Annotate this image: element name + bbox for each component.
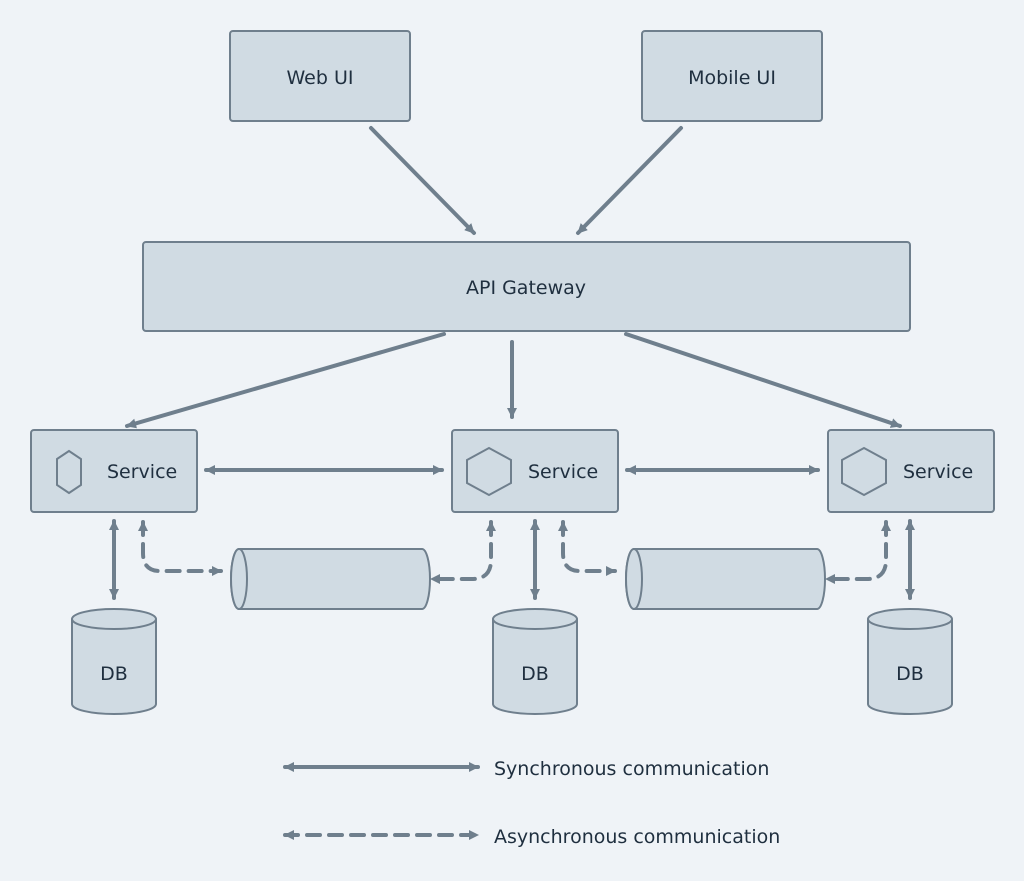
api-gateway-node: API Gateway — [142, 241, 911, 332]
db-label-right: DB — [896, 663, 924, 685]
web-to-gateway-arrow — [369, 126, 476, 235]
message-queue-right — [625, 548, 826, 610]
mobile-to-gateway-arrow — [576, 126, 683, 235]
web-ui-node: Web UI — [229, 30, 411, 122]
gateway-to-service-right-arrow — [624, 332, 902, 428]
mobile-ui-node: Mobile UI — [641, 30, 823, 122]
service-node-left: Service — [30, 429, 198, 513]
api-gateway-label: API Gateway — [466, 277, 586, 299]
message-queue-left — [230, 548, 431, 610]
db-label-center: DB — [521, 663, 549, 685]
service-left-to-queue-left-async-arrow — [138, 520, 223, 576]
async-legend-label: Asynchronous communication — [494, 826, 780, 848]
legend: Synchronous communication Asynchronous c… — [283, 758, 780, 848]
hexagon-icon — [56, 449, 82, 495]
service-label-left: Service — [107, 461, 177, 483]
service-label-center: Service — [528, 461, 598, 483]
mobile-ui-label: Mobile UI — [688, 67, 776, 89]
db-label-left: DB — [100, 663, 128, 685]
service-center-to-queue-left-async-arrow — [429, 520, 496, 584]
gateway-to-service-left-arrow — [125, 332, 446, 429]
database-right: DB — [867, 608, 953, 715]
database-left: DB — [71, 608, 157, 715]
sync-legend-label: Synchronous communication — [494, 758, 769, 780]
service-node-right: Service — [827, 429, 995, 513]
service-right-to-queue-right-async-arrow — [824, 520, 891, 584]
web-ui-label: Web UI — [287, 67, 354, 89]
hexagon-icon — [466, 446, 512, 497]
hexagon-icon — [841, 446, 887, 497]
service-node-center: Service — [451, 429, 619, 513]
service-center-to-queue-right-async-arrow — [558, 520, 617, 576]
service-label-right: Service — [903, 461, 973, 483]
database-center: DB — [492, 608, 578, 715]
